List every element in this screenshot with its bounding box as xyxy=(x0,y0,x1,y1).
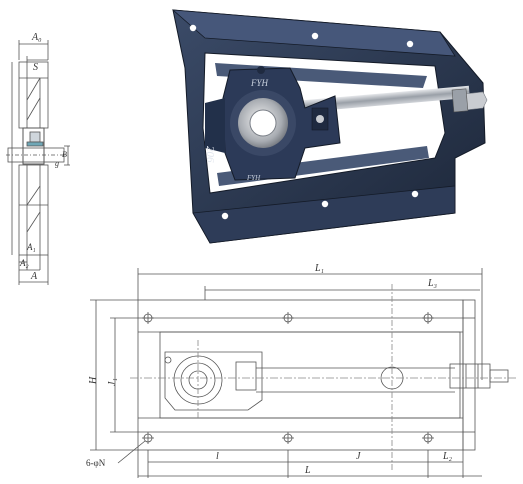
label-h: H xyxy=(88,376,99,384)
label-l-small: l xyxy=(216,451,219,462)
label-a1: A₁ xyxy=(27,242,36,252)
housing-marking-text: FYH xyxy=(250,78,269,88)
label-l2: L₂ xyxy=(443,451,453,462)
label-bolt-holes: 6-φN xyxy=(86,458,106,468)
label-g: g xyxy=(55,159,59,168)
label-b: B xyxy=(62,150,67,159)
housing-stamp-text: FYH xyxy=(246,174,261,182)
label-j: J xyxy=(356,451,361,462)
label-l3: L₃ xyxy=(428,278,438,289)
side-view-drawing xyxy=(6,40,70,285)
label-a0: A₀ xyxy=(32,32,42,43)
part-number-text: 206 xyxy=(204,146,216,163)
label-j1: J₁ xyxy=(107,378,118,386)
label-a2: A₂ xyxy=(20,258,29,268)
label-a: A xyxy=(31,271,38,282)
label-l: L xyxy=(305,465,311,476)
label-s: S xyxy=(33,62,38,73)
product-photo: FYH 206 FYH xyxy=(171,9,488,244)
label-l1: L₁ xyxy=(315,263,325,274)
